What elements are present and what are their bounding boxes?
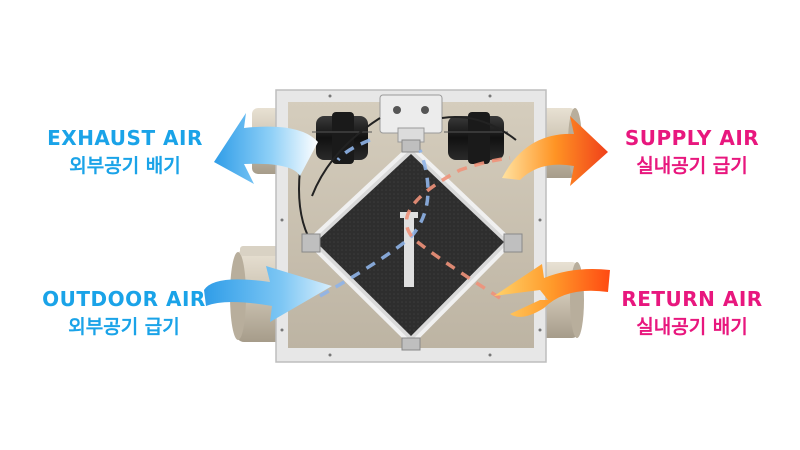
- supply-air-label-ko: 실내공기 급기: [636, 155, 748, 177]
- exhaust-air-label-ko: 외부공기 배기: [69, 155, 181, 177]
- airflow-path-cool: [319, 138, 430, 298]
- outdoor-arrow: [204, 266, 332, 322]
- return-air-label: RETURN AIR 실내공기 배기: [604, 285, 780, 341]
- exhaust-air-label-en: EXHAUST AIR: [47, 126, 203, 150]
- fan-left: [312, 112, 372, 164]
- airflow-path-warm: [404, 156, 511, 300]
- outdoor-air-label-ko: 외부공기 급기: [68, 316, 180, 338]
- heat-exchanger-core: [301, 139, 523, 351]
- supply-air-label-en: SUPPLY AIR: [624, 126, 760, 150]
- exhaust-air-label: EXHAUST AIR 외부공기 배기: [32, 124, 218, 180]
- exhaust-arrow: [214, 113, 318, 184]
- return-arrow: [494, 264, 610, 317]
- outdoor-air-label: OUTDOOR AIR 외부공기 급기: [26, 285, 222, 341]
- return-air-label-ko: 실내공기 배기: [636, 316, 748, 338]
- return-air-label-en: RETURN AIR: [621, 287, 763, 311]
- supply-air-label: SUPPLY AIR 실내공기 급기: [604, 124, 780, 180]
- outdoor-air-label-en: OUTDOOR AIR: [42, 287, 206, 311]
- control-box: [298, 94, 517, 237]
- supply-arrow: [502, 116, 608, 186]
- fan-right: [444, 112, 508, 164]
